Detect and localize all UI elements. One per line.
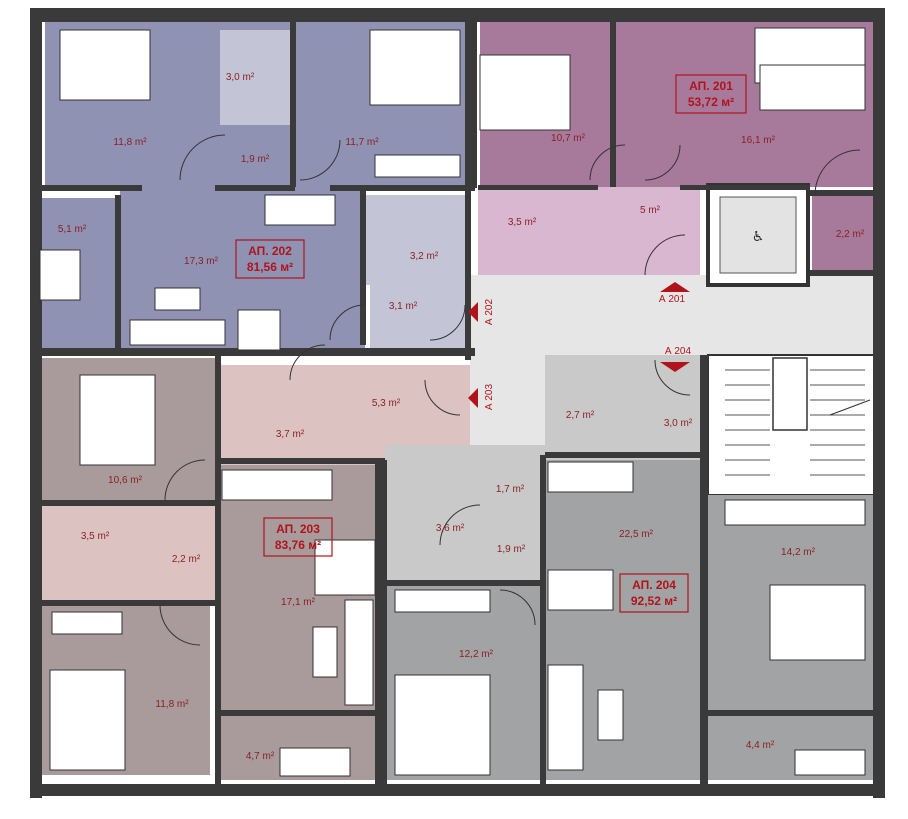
common-hall-lower bbox=[470, 355, 550, 450]
room-label: 3,7 m² bbox=[276, 429, 305, 440]
stair-arrow bbox=[829, 399, 871, 416]
balcony-table-204 bbox=[794, 749, 866, 776]
room-label: 11,8 m² bbox=[155, 699, 189, 710]
entry-203-label: А 203 bbox=[484, 383, 495, 410]
apt-203-label-box: АП. 203 83,76 м² bbox=[263, 517, 333, 557]
entry-204-marker bbox=[660, 362, 690, 372]
room-label: 22,5 m² bbox=[619, 529, 654, 540]
bed-204-b bbox=[769, 584, 866, 661]
apt-204-name: АП. 204 bbox=[632, 578, 676, 592]
room-label: 11,8 m² bbox=[113, 137, 147, 148]
bed-203-b bbox=[49, 669, 126, 771]
coffee-table-202 bbox=[154, 287, 201, 311]
kitchen-203 bbox=[221, 469, 333, 501]
coffee-table-204 bbox=[597, 689, 624, 741]
dining-table-203 bbox=[314, 539, 376, 596]
room-label: 17,1 m² bbox=[281, 597, 316, 608]
room-label: 3,6 m² bbox=[436, 523, 465, 534]
room-label: 1,9 m² bbox=[497, 544, 526, 555]
apt-202-hall-zone bbox=[370, 285, 470, 355]
bed-201 bbox=[479, 54, 571, 131]
room-label: 3,5 m² bbox=[508, 217, 537, 228]
wardrobe-202 bbox=[374, 154, 461, 178]
apt-204-bath-zone bbox=[545, 355, 705, 460]
entry-203-marker bbox=[468, 388, 478, 408]
entry-202-label: А 202 bbox=[484, 298, 495, 325]
room-label: 4,7 m² bbox=[246, 751, 275, 762]
room-label: 5,1 m² bbox=[58, 224, 87, 235]
stair-steps bbox=[725, 369, 865, 476]
entry-201-label: А 201 bbox=[659, 294, 686, 305]
bed-203-a bbox=[79, 374, 156, 466]
apt-202-name: АП. 202 bbox=[248, 244, 292, 258]
room-label: 2,2 m² bbox=[172, 554, 201, 565]
room-label: 5 m² bbox=[640, 205, 661, 216]
apt-201-label-box: АП. 201 53,72 м² bbox=[675, 74, 747, 114]
room-label: 10,7 m² bbox=[551, 133, 586, 144]
balcony-table-203 bbox=[279, 747, 351, 777]
bed-202-a bbox=[59, 29, 151, 101]
room-label: 2,7 m² bbox=[566, 410, 595, 421]
table-balcony-202 bbox=[39, 249, 81, 301]
apartment-204-zone bbox=[385, 355, 878, 780]
apt-201-name: АП. 201 bbox=[689, 79, 733, 93]
sofa-202 bbox=[129, 319, 226, 346]
room-label: 4,4 m² bbox=[746, 740, 775, 751]
room-labels: 11,8 m² 3,0 m² 1,9 m² 11,7 m² 10,7 m² 16… bbox=[58, 72, 865, 762]
room-label: 11,7 m² bbox=[345, 137, 379, 148]
room-label: 1,7 m² bbox=[496, 484, 525, 495]
apt-203-area: 83,76 м² bbox=[275, 538, 321, 552]
apt-201-area: 53,72 м² bbox=[688, 95, 734, 109]
apt-201-wet-zone bbox=[478, 187, 700, 277]
entry-201-marker bbox=[660, 282, 690, 292]
room-label: 3,2 m² bbox=[410, 251, 439, 262]
accessibility-icon: ♿ bbox=[752, 229, 765, 245]
room-label: 5,3 m² bbox=[372, 398, 401, 409]
stair-well bbox=[772, 357, 808, 431]
apt-204-label-box: АП. 204 92,52 м² bbox=[619, 573, 689, 613]
doors bbox=[159, 134, 861, 646]
bed-202-b bbox=[369, 29, 461, 106]
sofa-204 bbox=[547, 664, 584, 771]
bed-204-a bbox=[394, 674, 491, 776]
furniture bbox=[39, 27, 866, 777]
apt-203-bath-zone bbox=[40, 505, 215, 605]
apt-204-area: 92,52 м² bbox=[631, 594, 677, 608]
room-label: 14,2 m² bbox=[781, 547, 816, 558]
entry-204-label: А 204 bbox=[665, 346, 692, 357]
apt-204-hall-zone bbox=[385, 445, 545, 585]
room-label: 2,2 m² bbox=[836, 229, 865, 240]
coffee-area-201 bbox=[759, 64, 866, 111]
elevator-cabin bbox=[719, 196, 797, 274]
kitchen-204 bbox=[547, 461, 634, 493]
coffee-table-203 bbox=[312, 626, 338, 678]
room-label: 17,3 m² bbox=[184, 256, 219, 267]
room-label: 3,1 m² bbox=[389, 301, 418, 312]
apt-201-balcony-zone bbox=[812, 195, 875, 275]
room-label: 12,2 m² bbox=[459, 649, 494, 660]
apt-202-bath-zone bbox=[365, 195, 465, 285]
entry-202-marker bbox=[468, 302, 478, 322]
apt-202-wc-zone bbox=[220, 30, 295, 125]
room-label: 16,1 m² bbox=[741, 135, 776, 146]
wardrobe-204 bbox=[724, 499, 866, 526]
apt-202-label-box: АП. 202 81,56 м² bbox=[235, 239, 305, 279]
dining-table-202 bbox=[237, 309, 281, 351]
room-label: 10,6 m² bbox=[108, 475, 143, 486]
room-label: 1,9 m² bbox=[241, 154, 270, 165]
room-label: 3,0 m² bbox=[226, 72, 255, 83]
room-label: 3,5 m² bbox=[81, 531, 110, 542]
walls bbox=[30, 8, 885, 798]
sofa-203 bbox=[344, 599, 374, 706]
kitchen-202 bbox=[264, 194, 336, 226]
wardrobe-204-b bbox=[394, 589, 491, 613]
dining-table-204 bbox=[547, 569, 614, 611]
apt-203-name: АП. 203 bbox=[276, 522, 320, 536]
room-label: 3,0 m² bbox=[664, 418, 693, 429]
wardrobe-203 bbox=[51, 611, 123, 635]
apt-202-area: 81,56 м² bbox=[247, 260, 293, 274]
